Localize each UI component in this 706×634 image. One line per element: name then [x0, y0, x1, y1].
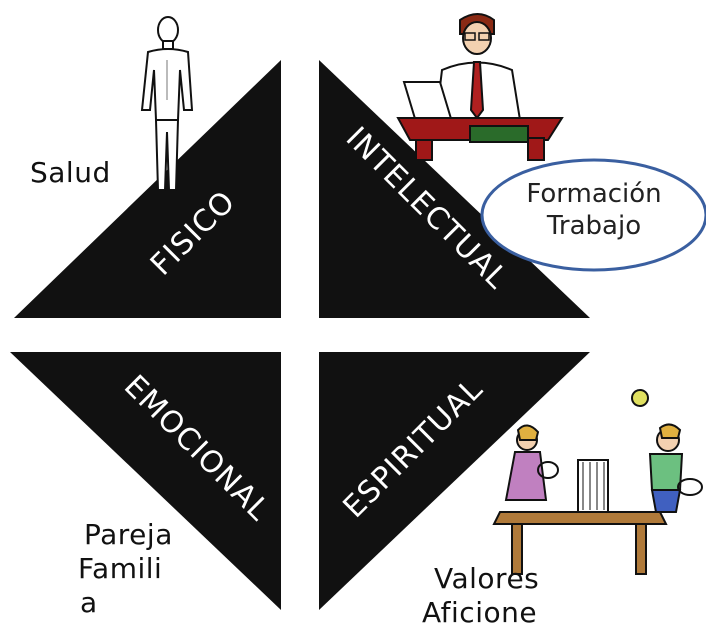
office-worker-at-desk-icon: [396, 13, 564, 161]
note-espiritual-line1: Valores: [434, 562, 540, 595]
note-emocional-line1: Pareja: [84, 518, 173, 551]
note-espiritual: Valores Aficione: [422, 562, 539, 630]
note-intelectual-line1: Formación: [526, 179, 662, 209]
triangle-emocional: [10, 352, 281, 610]
note-fisico: Salud: [30, 156, 111, 189]
tennis-players-icon: [492, 389, 703, 575]
triangle-fisico: [14, 60, 281, 318]
note-emocional-line2: Famili: [78, 552, 163, 585]
note-emocional-line3: a: [80, 586, 98, 619]
note-intelectual-line2: Trabajo: [546, 211, 642, 241]
note-intelectual: Formación Trabajo: [500, 178, 688, 242]
note-emocional: Pareja Famili a: [78, 518, 173, 620]
triangle-espiritual: [319, 352, 590, 610]
note-espiritual-line2: Aficione: [422, 596, 538, 629]
highlight-oval: [480, 158, 706, 272]
human-body-icon: [140, 16, 194, 191]
